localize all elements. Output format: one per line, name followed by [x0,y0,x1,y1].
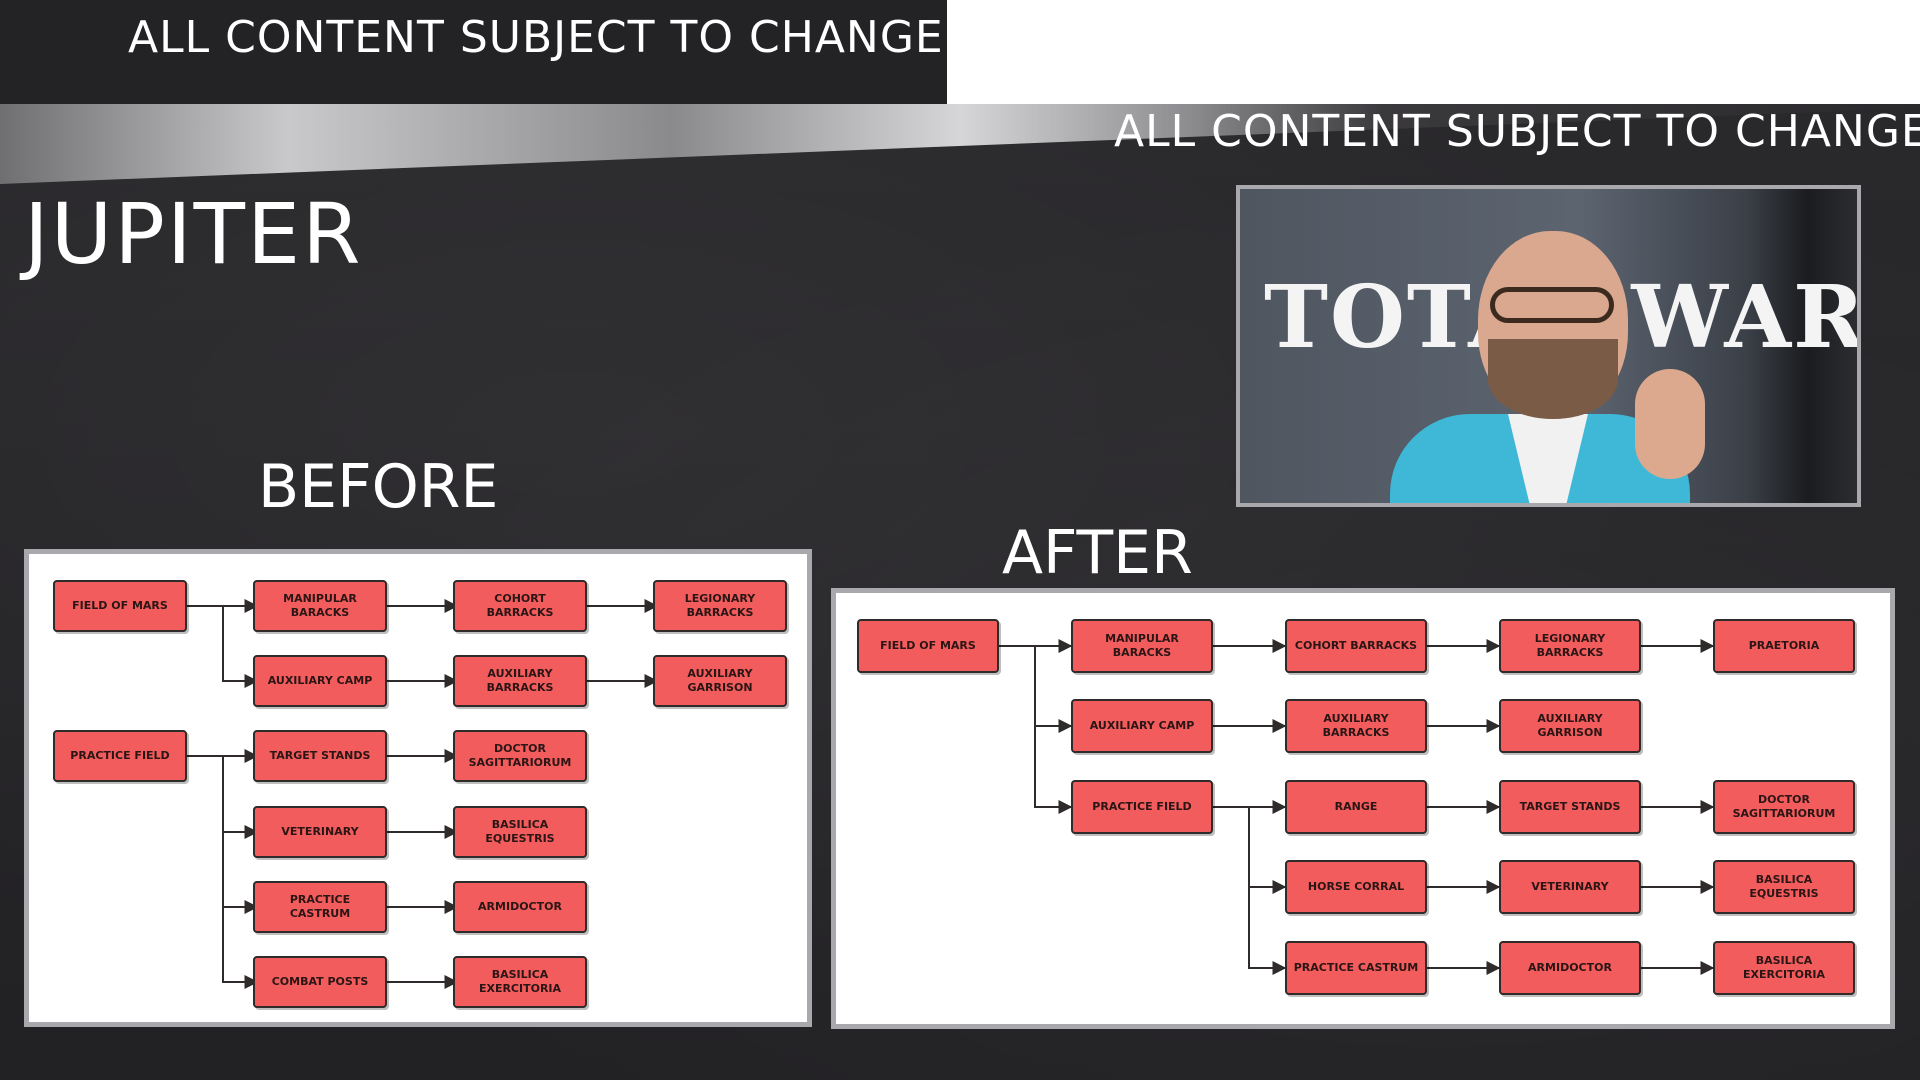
top-white-area [947,0,1920,104]
before-node-target-stands: TARGET STANDS [253,730,387,782]
before-label: BEFORE [258,452,499,522]
after-diagram: FIELD OF MARS MANIPULAR BARACKS COHORT B… [831,588,1895,1029]
after-connectors [999,639,1715,975]
before-diagram: FIELD OF MARS MANIPULAR BARACKS COHORT B… [24,549,812,1027]
before-node-combat-posts: COMBAT POSTS [253,956,387,1008]
after-node-auxiliary-camp: AUXILIARY CAMP [1071,699,1213,753]
before-node-manipular-baracks: MANIPULAR BARACKS [253,580,387,632]
after-node-auxiliary-garrison: AUXILIARY GARRISON [1499,699,1641,753]
right-banner-text: ALL CONTENT SUBJECT TO CHANGE [1114,106,1920,157]
after-node-praetoria: PRAETORIA [1713,619,1855,673]
before-node-cohort-barracks: COHORT BARRACKS [453,580,587,632]
after-node-auxiliary-barracks: AUXILIARY BARRACKS [1285,699,1427,753]
after-node-basilica-exercitoria: BASILICA EXERCITORIA [1713,941,1855,995]
before-node-veterinary: VETERINARY [253,806,387,858]
after-label: AFTER [1002,518,1193,588]
before-node-auxiliary-camp: AUXILIARY CAMP [253,655,387,707]
before-node-doctor-sagittariorum: DOCTOR SAGITTARIORUM [453,730,587,782]
after-node-practice-field: PRACTICE FIELD [1071,780,1213,834]
before-node-legionary-barracks: LEGIONARY BARRACKS [653,580,787,632]
before-node-practice-field: PRACTICE FIELD [53,730,187,782]
after-node-field-of-mars: FIELD OF MARS [857,619,999,673]
before-node-auxiliary-garrison: AUXILIARY GARRISON [653,655,787,707]
top-banner: ALL CONTENT SUBJECT TO CHANGE [0,0,947,104]
after-node-practice-castrum: PRACTICE CASTRUM [1285,941,1427,995]
after-node-legionary-barracks: LEGIONARY BARRACKS [1499,619,1641,673]
presenter-video: TOTAL WAR [1236,185,1861,507]
after-node-basilica-equestris: BASILICA EQUESTRIS [1713,860,1855,914]
presenter-beard [1488,339,1618,419]
before-connectors [187,599,659,989]
before-node-practice-castrum: PRACTICE CASTRUM [253,881,387,933]
before-node-basilica-exercitoria: BASILICA EXERCITORIA [453,956,587,1008]
page-title: JUPITER [24,185,363,283]
before-node-auxiliary-barracks: AUXILIARY BARRACKS [453,655,587,707]
after-node-manipular-baracks: MANIPULAR BARACKS [1071,619,1213,673]
after-node-cohort-barracks: COHORT BARRACKS [1285,619,1427,673]
after-node-horse-corral: HORSE CORRAL [1285,860,1427,914]
after-node-armidoctor: ARMIDOCTOR [1499,941,1641,995]
top-banner-text: ALL CONTENT SUBJECT TO CHANGE [128,12,944,63]
before-node-basilica-equestris: BASILICA EQUESTRIS [453,806,587,858]
after-node-target-stands: TARGET STANDS [1499,780,1641,834]
before-node-field-of-mars: FIELD OF MARS [53,580,187,632]
after-node-doctor-sagittariorum: DOCTOR SAGITTARIORUM [1713,780,1855,834]
before-node-armidoctor: ARMIDOCTOR [453,881,587,933]
after-node-veterinary: VETERINARY [1499,860,1641,914]
presenter-glasses [1490,287,1614,323]
presenter-hand [1635,369,1705,479]
after-node-range: RANGE [1285,780,1427,834]
